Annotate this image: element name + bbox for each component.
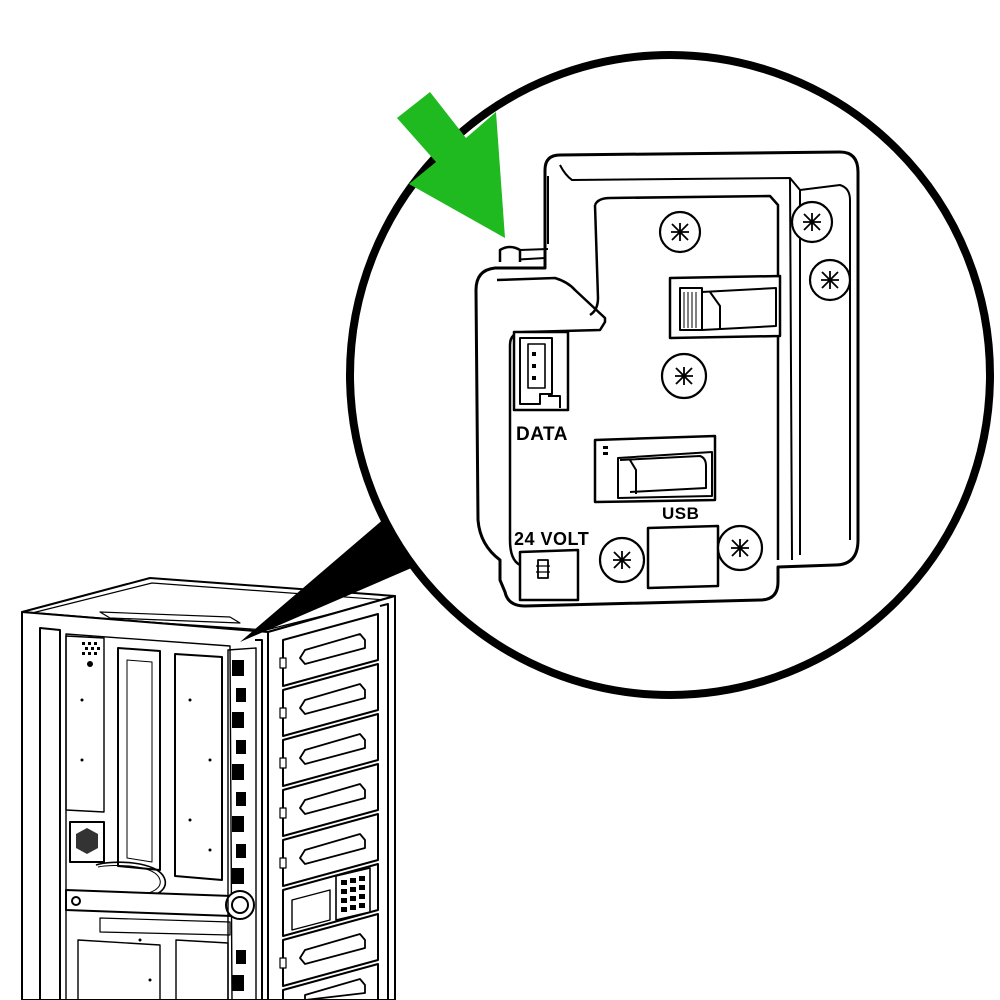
label-data: DATA [516,424,568,445]
vent-grille [82,642,100,667]
usb-connector [593,434,717,504]
label-24-volt: 24 VOLT [514,529,589,549]
mount-panel-left [117,647,161,871]
keypad-panel [291,867,371,931]
power-connector [518,548,580,602]
label-usb: USB [662,504,699,523]
module-zoom [474,150,860,608]
door-handles [299,633,366,1000]
ribbon-connector [668,274,782,340]
square-port [646,524,720,590]
data-connector [512,330,570,412]
alignment-pin [498,245,549,262]
fan-unit [69,821,105,863]
mount-panel-right [174,653,223,881]
callout-pointer [240,512,430,642]
cabinet [21,577,396,1000]
screw-heads [613,213,839,569]
arrow-down-right-icon [397,92,505,238]
connector-strip [227,647,257,1000]
